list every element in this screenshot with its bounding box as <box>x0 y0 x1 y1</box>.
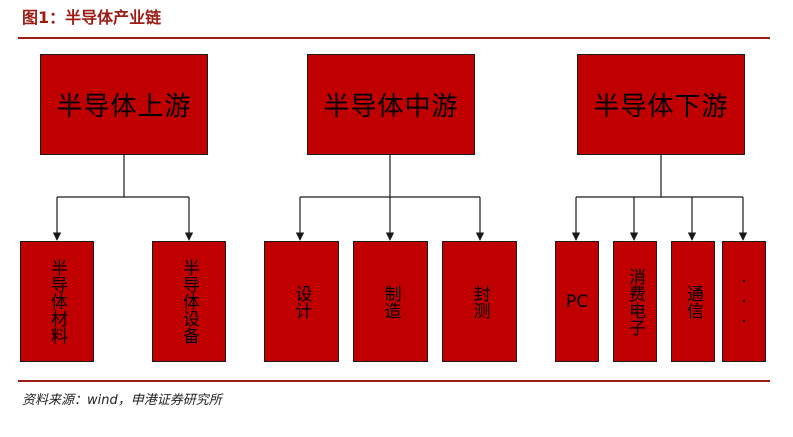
midstream-child-design: 设计 <box>264 241 339 362</box>
downstream-child-communication: 通信 <box>671 241 715 362</box>
midstream-child-packaging-testing: 封测 <box>442 241 517 362</box>
upstream-box: 半导体上游 <box>40 54 208 155</box>
bottom-divider <box>18 380 770 382</box>
downstream-box: 半导体下游 <box>577 54 745 155</box>
downstream-child-pc: PC <box>555 241 599 362</box>
downstream-child-more: ··· <box>722 241 766 362</box>
downstream-child-consumer-electronics: 消费电子 <box>613 241 657 362</box>
source-note: 资料来源：wind，申港证券研究所 <box>22 393 222 408</box>
midstream-box: 半导体中游 <box>307 54 475 155</box>
upstream-child-materials: 半导体材料 <box>20 241 94 362</box>
midstream-child-manufacturing: 制造 <box>353 241 428 362</box>
upstream-child-equipment: 半导体设备 <box>152 241 226 362</box>
figure-title: 图1：半导体产业链 <box>22 8 162 27</box>
top-divider <box>18 37 770 39</box>
